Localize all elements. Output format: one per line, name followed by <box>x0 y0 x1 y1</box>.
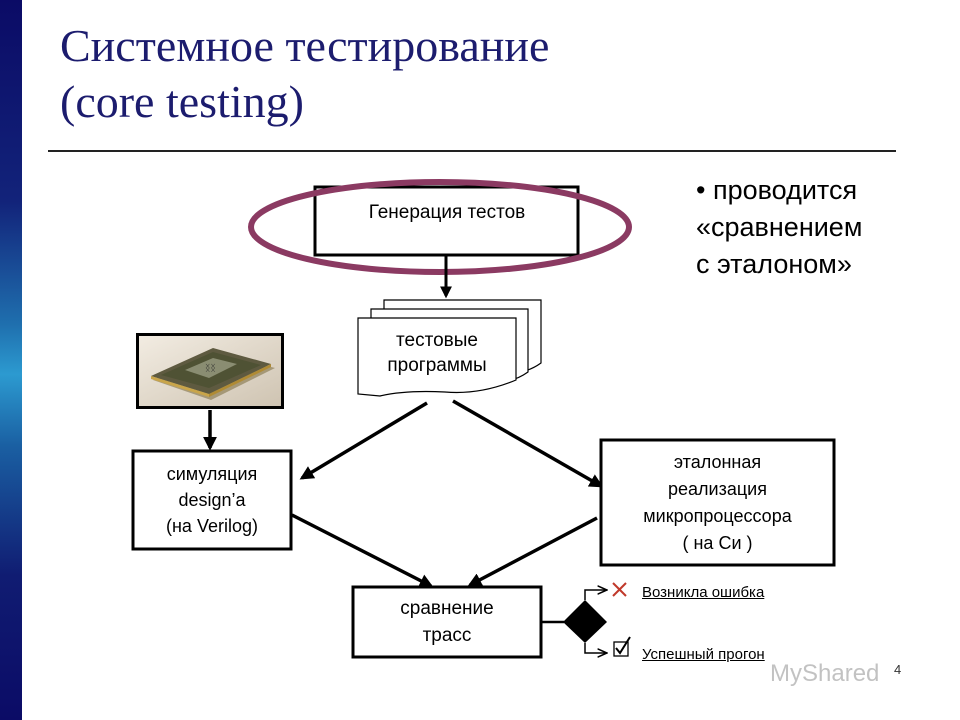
simulation-line-2: design’а <box>178 490 246 510</box>
reference-label-wrap: эталонная реализация микропроцессора ( н… <box>602 442 833 563</box>
simulation-label-wrap: симуляция design’а (на Verilog) <box>134 452 290 548</box>
processor-chip-image: ᛝᛝ <box>136 333 284 409</box>
arrow-ref-to-compare <box>467 516 598 587</box>
cross-icon <box>612 582 627 597</box>
compare-label-wrap: сравнение трасс <box>354 588 540 656</box>
title-line-2: (core testing) <box>60 76 304 127</box>
highlight-ellipse <box>248 179 632 275</box>
simulation-line-3: (на Verilog) <box>166 516 258 536</box>
compare-box <box>351 585 543 659</box>
arrow-sim-to-compare <box>291 513 434 588</box>
reference-line-1: эталонная <box>673 451 762 472</box>
bullet-line-3: с эталоном» <box>696 249 852 279</box>
slide-title: Системное тестирование (core testing) <box>60 18 920 130</box>
reference-line-3: микропроцессора <box>643 505 792 526</box>
compare-line-1: сравнение <box>400 598 494 619</box>
gen-tests-label-wrap: Генерация тестов <box>318 190 576 236</box>
test-programs-line-2: программы <box>387 355 487 376</box>
title-line-1: Системное тестирование <box>60 20 550 71</box>
bullet-line-2: «сравнением <box>696 212 863 242</box>
reference-line-2: реализация <box>668 478 767 499</box>
branch-error <box>584 590 607 600</box>
page-number: 4 <box>894 662 902 677</box>
simulation-line-1: симуляция <box>166 464 258 484</box>
gen-tests-label: Генерация тестов <box>368 202 526 223</box>
decision-diamond <box>563 600 607 643</box>
gen-tests-box <box>313 185 580 257</box>
slide-sidebar-bar <box>0 0 22 720</box>
simulation-box <box>131 449 293 551</box>
watermark-logo: MyShared <box>770 660 880 687</box>
svg-text:ᛝᛝ: ᛝᛝ <box>205 363 216 373</box>
bullet-line-1: • проводится <box>696 175 858 205</box>
outcome-error-label: Возникла ошибка <box>642 584 765 601</box>
bullet-note: • проводится «сравнением с эталоном» <box>696 172 862 283</box>
arrow-programs-to-sim <box>299 401 428 480</box>
test-programs-line-1: тестовые <box>396 330 478 351</box>
outcome-success-label: Успешный прогон <box>642 646 765 663</box>
title-divider <box>48 150 896 152</box>
reference-box <box>599 438 836 567</box>
branch-success <box>584 643 607 653</box>
arrow-programs-to-ref <box>452 399 604 488</box>
checkbox-icon <box>613 636 631 657</box>
reference-line-4: ( на Си ) <box>682 532 753 553</box>
test-programs-doc-stack <box>357 299 542 397</box>
test-programs-label-wrap: тестовые программы <box>358 320 516 386</box>
compare-line-2: трасс <box>422 625 472 646</box>
